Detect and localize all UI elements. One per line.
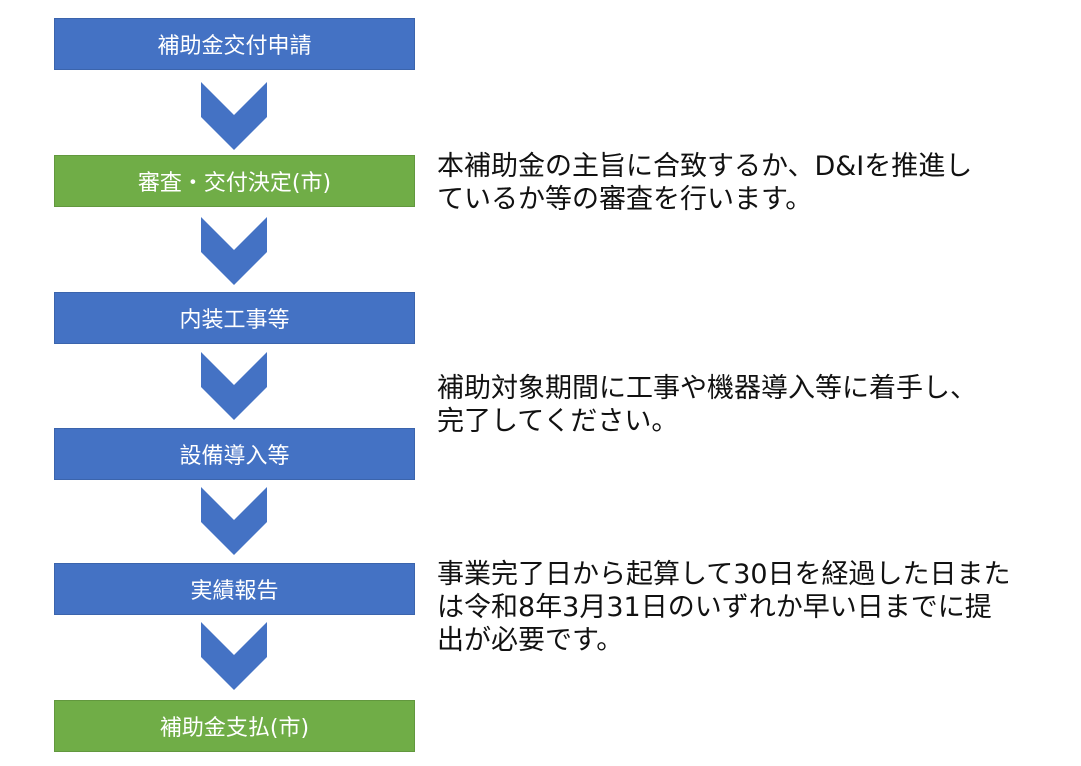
step-label: 内装工事等 bbox=[179, 308, 290, 333]
step-application: 補助金交付申請 bbox=[54, 18, 415, 70]
step-label: 補助金支払(市) bbox=[159, 716, 310, 741]
chevron-down-icon bbox=[201, 82, 267, 150]
step-review-decision: 審査・交付決定(市) bbox=[54, 155, 415, 207]
chevron-down-icon bbox=[201, 352, 267, 420]
step-label: 設備導入等 bbox=[179, 444, 290, 469]
chevron-down-icon bbox=[201, 622, 267, 690]
step-equipment-install: 設備導入等 bbox=[54, 428, 415, 480]
step-performance-report: 実績報告 bbox=[54, 563, 415, 615]
chevron-down-icon bbox=[201, 487, 267, 555]
step-label: 実績報告 bbox=[190, 579, 279, 604]
note-construction: 補助対象期間に工事や機器導入等に着手し、 完了してください。 bbox=[437, 373, 977, 437]
step-label: 審査・交付決定(市) bbox=[137, 171, 332, 196]
step-interior-work: 内装工事等 bbox=[54, 292, 415, 344]
step-label: 補助金交付申請 bbox=[157, 34, 312, 59]
chevron-down-icon bbox=[201, 217, 267, 285]
step-payment: 補助金支払(市) bbox=[54, 700, 415, 752]
note-review: 本補助金の主旨に合致するか、D&Iを推進し ているか等の審査を行います。 bbox=[437, 151, 973, 215]
note-report-deadline: 事業完了日から起算して30日を経過した日また は令和8年3月31日のいずれか早い… bbox=[437, 559, 1011, 656]
